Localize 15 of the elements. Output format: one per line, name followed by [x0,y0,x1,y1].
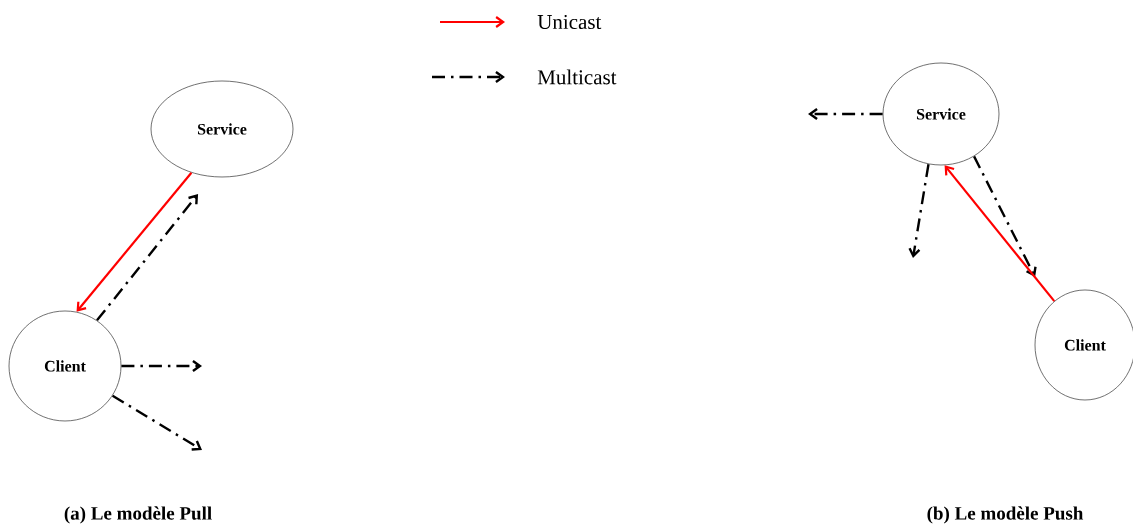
ellipse-node: Client [8,310,122,422]
ellipse-node: Service [150,80,294,178]
arrow [121,360,202,372]
arrow [96,194,199,322]
arrow [973,155,1037,278]
caption: (a) Le modèle Pull [64,506,212,524]
arrow [944,165,1056,302]
legend-label: Unicast [537,14,602,30]
caption: (b) Le modèle Push [927,506,1084,524]
legend-label: Multicast [537,69,617,85]
ellipse-node: Service [882,62,1000,166]
arrow [111,394,202,451]
arrow [908,164,930,258]
arrow [808,108,883,120]
arrow [76,172,193,312]
